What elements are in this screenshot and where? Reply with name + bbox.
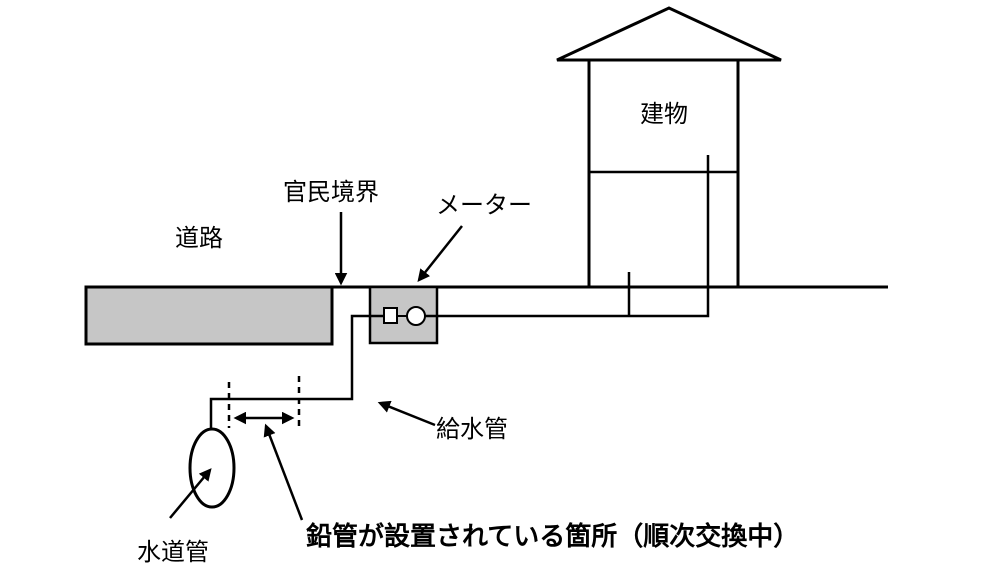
lead-section-arrow <box>263 423 304 521</box>
meter-dial-icon <box>406 306 426 326</box>
service-pipe-underground <box>209 314 384 428</box>
service-pipe-label: 給水管 <box>436 415 508 443</box>
service-pipe-arrow <box>377 400 436 427</box>
road-block <box>84 285 334 346</box>
service-pipe-to-building <box>425 155 710 318</box>
meter-label: メーター <box>436 191 532 219</box>
boundary-label: 官民境界 <box>283 178 379 206</box>
building-body <box>587 58 740 289</box>
water-main <box>188 427 236 509</box>
meter-arrow <box>417 225 463 282</box>
building-label: 建物 <box>640 100 688 128</box>
water-main-label: 水道管 <box>137 538 209 566</box>
meter-valve-icon <box>383 307 398 324</box>
lead-section-label: 鉛管が設置されている箇所（順次交換中） <box>306 521 799 552</box>
water-main-arrow <box>169 468 212 519</box>
building-roof <box>556 6 782 62</box>
road-label: 道路 <box>175 224 223 252</box>
